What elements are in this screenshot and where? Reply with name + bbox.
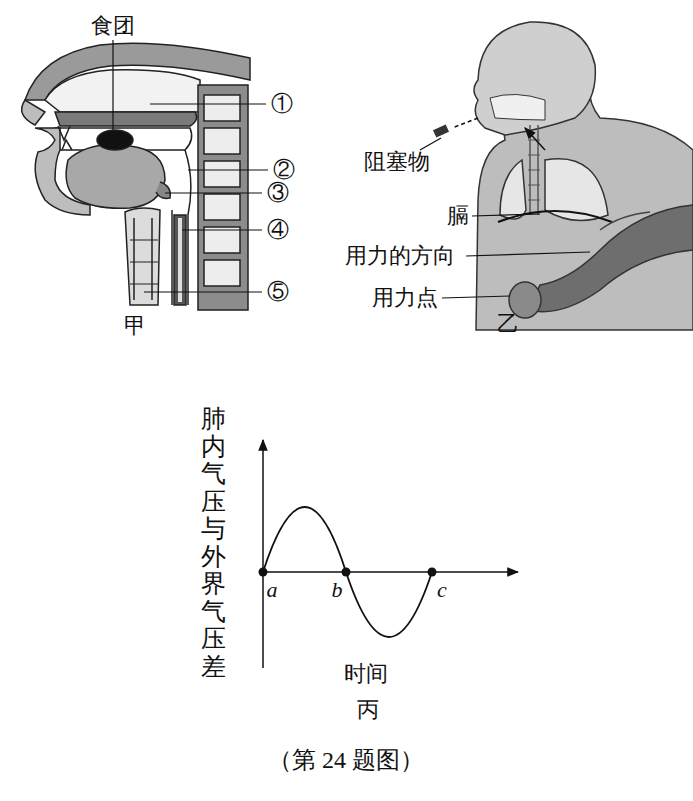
axis-title: 肺内气压与外界气压差 bbox=[201, 405, 226, 680]
callout-number: ④ bbox=[267, 218, 289, 242]
figure-label: 乙 bbox=[497, 312, 519, 336]
part-name: 食团 bbox=[91, 14, 135, 38]
part-name: 用力点 bbox=[372, 286, 438, 310]
figure-label: 丙 bbox=[357, 698, 379, 722]
pressure-graph bbox=[259, 440, 519, 668]
callout-number: ⑤ bbox=[267, 280, 289, 304]
axis-title: 时间 bbox=[344, 662, 388, 686]
part-name: 膈 bbox=[447, 204, 469, 228]
figure-label: 甲 bbox=[124, 314, 146, 338]
callout-number: ② bbox=[273, 158, 295, 182]
head-section bbox=[22, 43, 250, 310]
point-label: a bbox=[267, 578, 278, 602]
callout-number: ① bbox=[271, 92, 293, 116]
caption: （第 24 题图） bbox=[268, 747, 424, 773]
part-name: 用力的方向 bbox=[345, 244, 455, 268]
leader-lines bbox=[113, 40, 268, 292]
point-label: c bbox=[437, 578, 447, 602]
person-figure bbox=[474, 22, 693, 330]
point-label: b bbox=[332, 578, 343, 602]
airflow bbox=[433, 118, 545, 150]
leader-lines bbox=[420, 138, 590, 298]
part-name: 阻塞物 bbox=[364, 150, 430, 174]
callout-number: ③ bbox=[267, 181, 289, 205]
